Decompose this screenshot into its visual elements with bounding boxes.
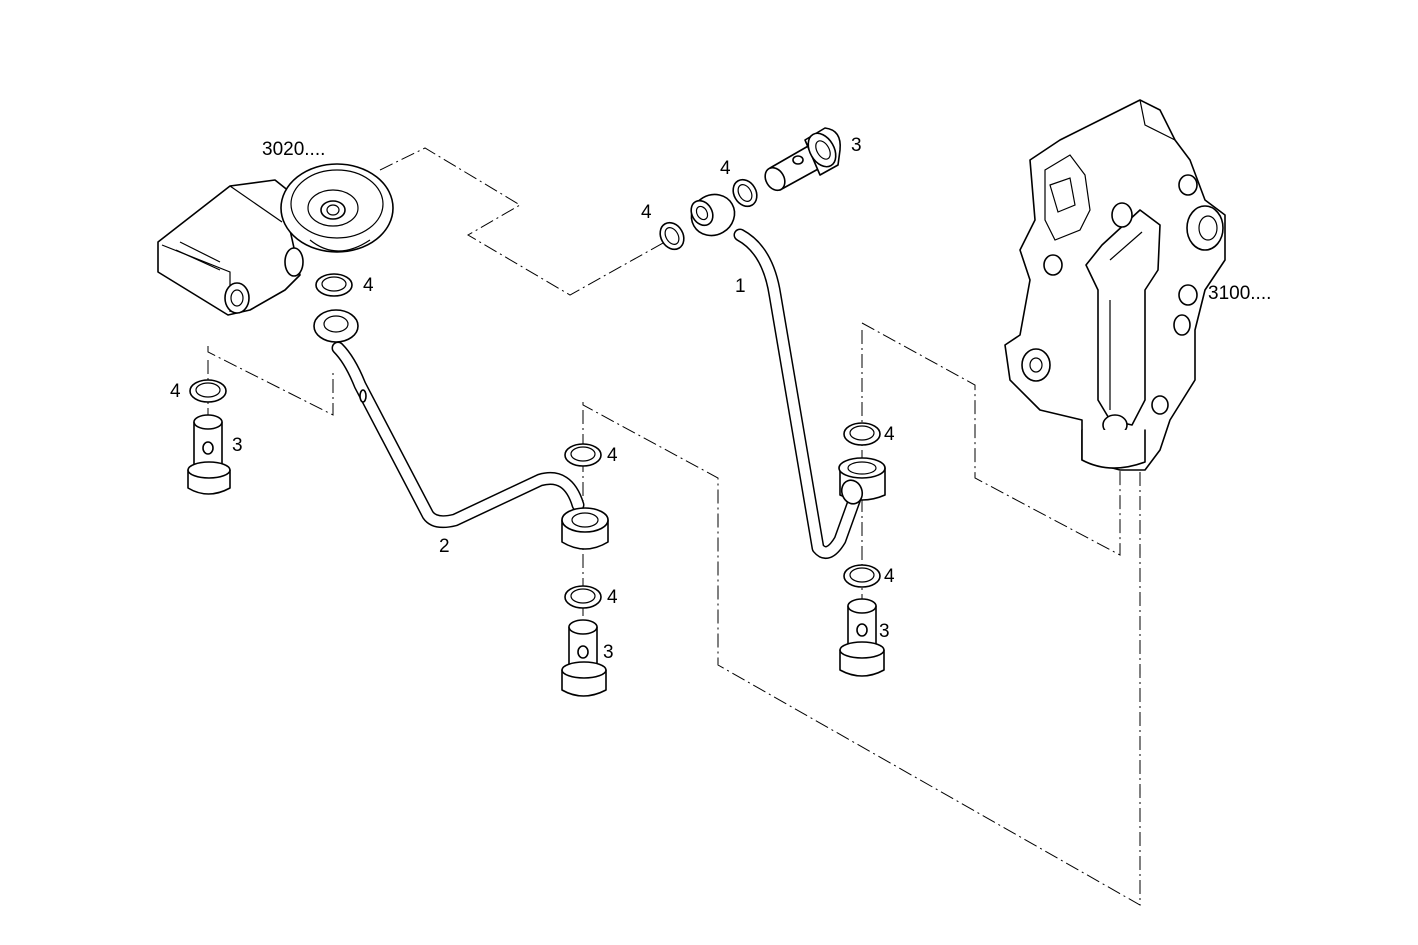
washer-top-b bbox=[732, 178, 758, 208]
washers bbox=[189, 178, 881, 609]
label-bolt-top: 3 bbox=[851, 135, 862, 156]
leader-3020-to-washer bbox=[379, 147, 673, 296]
label-washer-mid-upper: 4 bbox=[607, 445, 618, 466]
pipe-1 bbox=[690, 193, 886, 559]
bolt-top bbox=[764, 127, 842, 192]
label-bolt-right: 3 bbox=[879, 621, 890, 642]
label-washer-mid-lower: 4 bbox=[607, 587, 618, 608]
leader-center-bottom bbox=[582, 402, 1141, 906]
washer-left-bolt bbox=[189, 379, 227, 403]
leader-lines bbox=[207, 147, 1141, 906]
washer-top-left bbox=[315, 273, 353, 297]
bolt-middle bbox=[561, 619, 607, 697]
label-washer-top-b: 4 bbox=[720, 158, 731, 179]
label-bolt-left: 3 bbox=[232, 435, 243, 456]
washer-right-upper bbox=[843, 422, 881, 446]
label-washer-right-lower: 4 bbox=[884, 566, 895, 587]
leader-left-bolt bbox=[207, 346, 334, 416]
label-washer-right-upper: 4 bbox=[884, 424, 895, 445]
washer-right-lower bbox=[843, 564, 881, 588]
label-bolt-middle: 3 bbox=[603, 642, 614, 663]
filter-housing-3020 bbox=[157, 163, 394, 316]
label-3020: 3020.... bbox=[262, 139, 325, 160]
leader-right-pipe bbox=[861, 322, 1121, 556]
bolt-left bbox=[187, 414, 231, 495]
pipe-2 bbox=[313, 309, 609, 550]
bolt-right bbox=[839, 598, 885, 677]
callout-labels: 3020.... 3100.... 1 2 3 3 3 3 4 4 4 4 4 … bbox=[170, 135, 1271, 663]
label-part-2: 2 bbox=[439, 536, 450, 557]
label-washer-top-left: 4 bbox=[363, 275, 374, 296]
label-3100: 3100.... bbox=[1208, 283, 1271, 304]
label-part-1: 1 bbox=[735, 276, 746, 297]
label-washer-top-a: 4 bbox=[641, 202, 652, 223]
washer-top-a bbox=[659, 221, 685, 251]
washer-mid-lower bbox=[564, 585, 602, 609]
label-washer-left-bolt: 4 bbox=[170, 381, 181, 402]
pump-housing-3100 bbox=[1004, 99, 1226, 471]
banjo-bolts bbox=[187, 127, 885, 697]
washer-mid-upper bbox=[564, 443, 602, 467]
